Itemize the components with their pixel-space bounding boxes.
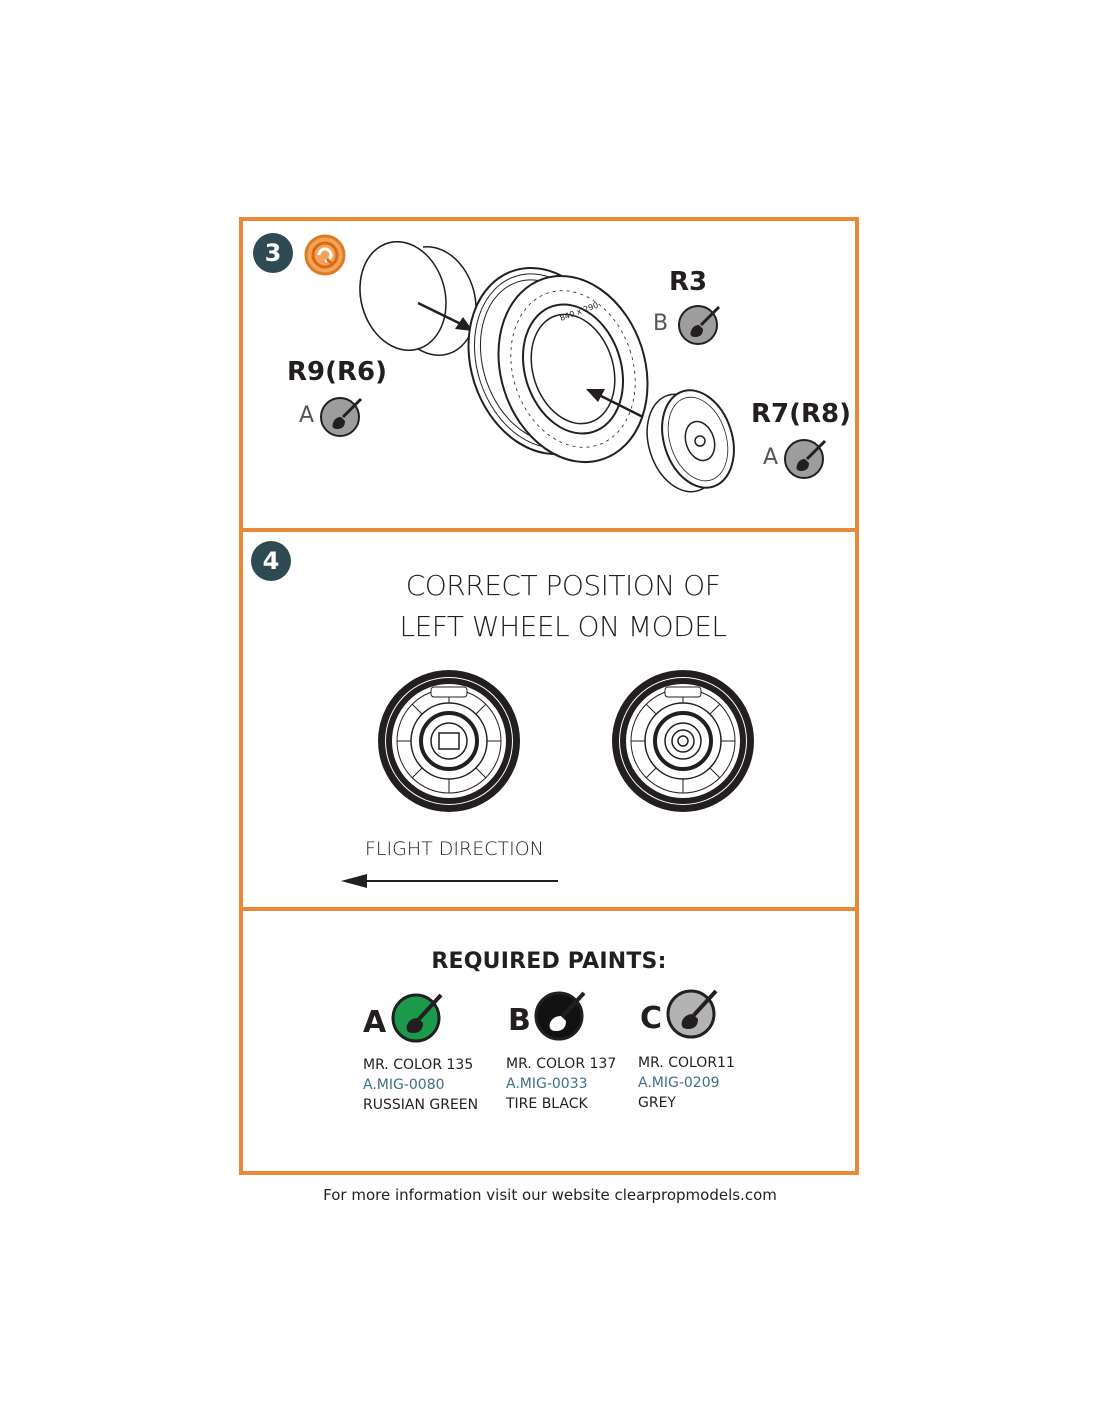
paint-mr-color: MR. COLOR 135: [363, 1057, 474, 1073]
wheel-outer-side: [612, 670, 754, 812]
paint-name: TIRE BLACK: [506, 1096, 588, 1112]
resin-part-icon: [304, 234, 346, 276]
paint-name: RUSSIAN GREEN: [363, 1097, 479, 1113]
assembly-arrow-right: [586, 389, 644, 419]
paint-brush-icon-a: [320, 397, 363, 437]
step-number: 3: [264, 239, 282, 267]
flight-direction-label: FLIGHT DIRECTION: [365, 838, 544, 860]
step-number: 4: [262, 547, 280, 575]
step-4-title-line-2: LEFT WHEEL ON MODEL: [399, 610, 727, 643]
paint-mig-code: A.MIG-0033: [506, 1076, 588, 1092]
paint-brush-icon-a-2: [784, 439, 827, 479]
required-paints-panel: REQUIRED PAINTS: A MR. COLOR 135 A.MIG-0…: [243, 911, 855, 1171]
paint-item-c: C MR. COLOR11 A.MIG-0209 GREY: [638, 985, 768, 1115]
hub-r7: [646, 389, 735, 493]
part-paint-letter-r7: A: [763, 445, 779, 470]
paint-mr-color: MR. COLOR 137: [506, 1056, 617, 1072]
wheel-position-drawings: [341, 670, 754, 888]
panel-divider: [243, 907, 855, 911]
flight-direction-arrow: [341, 874, 558, 888]
paint-mig-code: A.MIG-0080: [363, 1077, 445, 1093]
paint-code-letter: B: [508, 1003, 531, 1038]
paint-code-letter: C: [640, 1001, 663, 1036]
step-3-panel: 3: [243, 221, 855, 529]
wheel-inner-side: [378, 670, 520, 812]
main-tire: 840 x 290: [467, 266, 649, 464]
wheel-assembly-drawing: 840 x 290: [359, 241, 735, 493]
part-label-r9: R9(R6): [287, 357, 387, 387]
hub-cap-r9: [359, 241, 477, 356]
step-number-badge: 3: [253, 233, 293, 273]
part-label-r3: R3: [669, 267, 708, 297]
step-4-panel: 4 CORRECT POSITION OF LEFT WHEEL ON MODE…: [243, 532, 855, 907]
step-4-title-line-1: CORRECT POSITION OF: [405, 569, 721, 602]
paint-brush-icon-grey: [666, 989, 718, 1039]
paint-code-letter: A: [363, 1005, 387, 1040]
paint-brush-icon-b: [678, 305, 721, 345]
part-paint-letter-r3: B: [653, 311, 669, 336]
website-footer: For more information visit our website c…: [323, 1186, 777, 1204]
paint-item-b: B MR. COLOR 137 A.MIG-0033 TIRE BLACK: [506, 987, 636, 1117]
instruction-frame: 3: [239, 217, 859, 1175]
required-paints-heading: REQUIRED PAINTS:: [431, 949, 667, 974]
paint-name: GREY: [638, 1095, 676, 1111]
paint-mr-color: MR. COLOR11: [638, 1055, 735, 1071]
panel-divider: [243, 528, 855, 532]
step-number-badge: 4: [251, 541, 291, 581]
part-label-r7: R7(R8): [751, 399, 851, 429]
paint-brush-icon-black: [534, 991, 586, 1041]
part-paint-letter-r9: A: [299, 403, 315, 428]
paint-mig-code: A.MIG-0209: [638, 1075, 720, 1091]
paint-item-a: A MR. COLOR 135 A.MIG-0080 RUSSIAN GREEN: [363, 989, 503, 1119]
assembly-arrow-left: [417, 301, 473, 331]
paint-brush-icon-green: [391, 993, 443, 1043]
